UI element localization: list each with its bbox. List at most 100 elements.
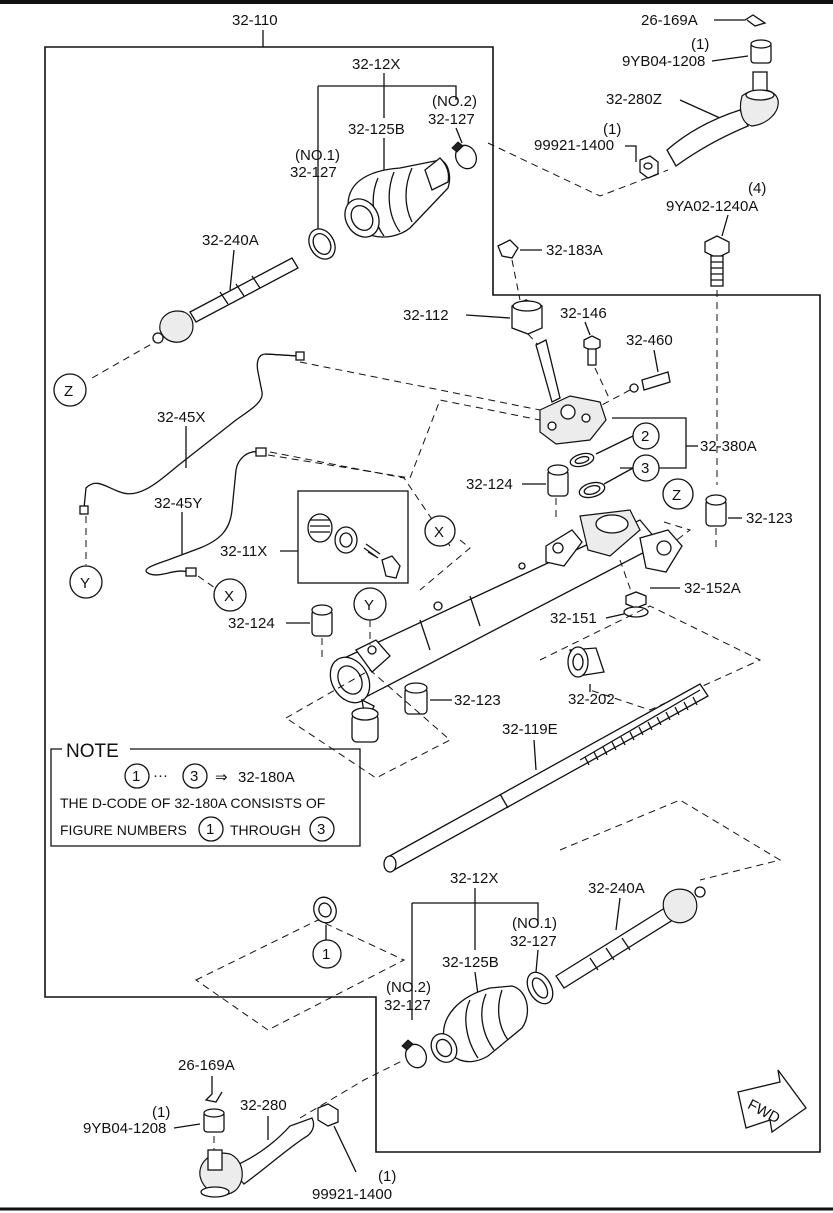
bottom-clamp-no1-tag: (NO.1) [512,915,557,932]
bushing-124a-label: 32-124 [466,476,513,493]
ref-2-label: 2 [641,428,649,445]
bushing-124a-icon [547,464,569,497]
marker-x-left-label: X [224,588,234,605]
bolt-146-label: 32-146 [560,305,607,322]
rack-bar-icon [383,683,709,873]
top-tie-rod-label: 32-240A [202,232,259,249]
bottom-castle-nut-icon [203,1108,225,1133]
bottom-boot-group: 32-12X (NO.1) 32-127 32-125B (NO.2) 32-1… [384,799,782,1069]
bushing-123a-label: 32-123 [746,510,793,527]
seal-ring-2-icon [569,452,595,468]
boot-icon [344,157,451,238]
bottom-boot-set-label: 32-12X [450,870,498,887]
bottom-jam-nut-qty: (1) [378,1168,396,1185]
bottom-ring-group: 1 [195,896,406,1031]
fwd-arrow-icon: FWD [737,1069,807,1134]
bleeder-label: 32-460 [626,332,673,349]
bottom-tie-rod-end-icon [199,1117,315,1198]
cotter-pin-icon [714,14,767,27]
top-jam-nut-qty: (1) [603,121,621,138]
top-clamp-no1-tag: (NO.1) [295,147,340,164]
bottom-jam-nut-label: 99921-1400 [312,1186,392,1203]
marker-y-left [69,565,103,599]
marker-x-center [424,515,456,547]
pipe-y-label: 32-45Y [154,495,202,512]
bottom-ref-1-circle [312,939,342,969]
top-jam-nut-label: 99921-1400 [534,137,614,154]
marker-z-right [662,478,694,510]
bottom-clamp-no2-label: 32-127 [384,997,431,1014]
bottom-tie-rod-end-group: 26-169A (1) 9YB04-1208 32-280 (1) 99921-… [83,1057,405,1203]
bottom-boot-icon [430,985,529,1063]
marker-y-left-label: Y [80,575,90,592]
note-ref-1: 1 [132,768,140,785]
frame-label: 32-110 [232,12,278,29]
mount-bolt-icon [704,235,730,287]
top-bolt-qty: (4) [748,180,766,197]
bushing-124b-icon [311,604,333,637]
pipe-y-icon [145,451,261,576]
pinion-cover-icon [511,299,543,335]
ref-3-label: 3 [641,460,649,477]
bottom-cotter-pin-label: 26-169A [178,1057,235,1074]
bearing-202-icon [567,646,605,678]
top-clamp-no1-label: 32-127 [290,164,337,181]
bottom-ref-1-label: 1 [322,946,330,963]
castle-nut-icon [750,39,772,64]
seal-ring-3-icon [578,481,606,499]
boot-clamp-large-icon [308,228,336,260]
pinion-cover-label: 32-112 [403,307,449,324]
marker-z-top [53,373,87,407]
top-nut-label: 9YB04-1208 [622,53,705,70]
top-clamp-no2-label: 32-127 [428,111,475,128]
top-cotter-pin-label: 26-169A [641,12,698,29]
bottom-nut-qty: (1) [152,1104,170,1121]
assembly-frame [44,46,821,1153]
marker-x-left [213,578,247,612]
note-ref-1-circle [124,763,150,789]
gear-housing-group: 32-112 32-146 32-460 [69,299,793,779]
o-ring-icon [313,896,337,924]
bushing-124b-label: 32-124 [228,615,275,632]
top-tie-rod-end-group: 26-169A (1) 9YB04-1208 32-280Z (1) 99921… [487,12,779,485]
bottom-inner-tie-rod-icon [555,886,706,989]
tie-rod-end-icon [666,71,779,167]
note-ref-3-circle [182,763,208,789]
marker-z-top-label: Z [64,383,73,400]
bottom-cotter-pin-icon [204,1076,223,1103]
rack-housing-icon [329,509,683,727]
valve-kit-label: 32-11X [220,543,267,560]
marker-z-right-label: Z [672,487,681,504]
bottom-clamp-no1-label: 32-127 [510,933,557,950]
rack-label: 32-119E [502,721,558,738]
valve-housing-icon [539,395,607,445]
marker-y-center-label: Y [364,597,374,614]
note-line-ref-3: 3 [317,821,325,838]
pinion-shaft-icon [535,339,561,403]
top-clamp-no2-tag: (NO.2) [432,93,477,110]
inner-tie-rod-icon [152,257,299,344]
bottom-clamp-small-icon [401,1039,428,1069]
note-line-2a: FIGURE NUMBERS [60,822,187,838]
rack-group: 32-119E [383,683,709,873]
washer-151-label: 32-151 [550,610,597,627]
top-tie-rod-end-label: 32-280Z [606,91,662,108]
bottom-tie-rod-label: 32-240A [588,880,645,897]
top-clip-label: 32-183A [546,242,603,259]
bolt-146-icon [583,335,601,366]
valve-kit-box [297,490,409,584]
bushing-123a-icon [705,494,727,527]
washer-151-icon [623,606,649,618]
note-line-ref-1: 1 [206,821,214,838]
bottom-clamp-large-icon [526,971,554,1005]
note-line-ref-1-circle [198,816,224,842]
top-border [0,0,833,4]
top-nut-qty: (1) [691,36,709,53]
note-arrow: ⇒ [215,769,228,786]
pipe-x-label: 32-45X [157,409,205,426]
top-boot-group: 32-12X (NO.2) 32-127 32-125B (NO.1) 32-1… [53,56,603,407]
bleeder-icon [629,371,671,393]
bottom-boot-label: 32-125B [442,954,499,971]
top-boot-label: 32-125B [348,121,405,138]
